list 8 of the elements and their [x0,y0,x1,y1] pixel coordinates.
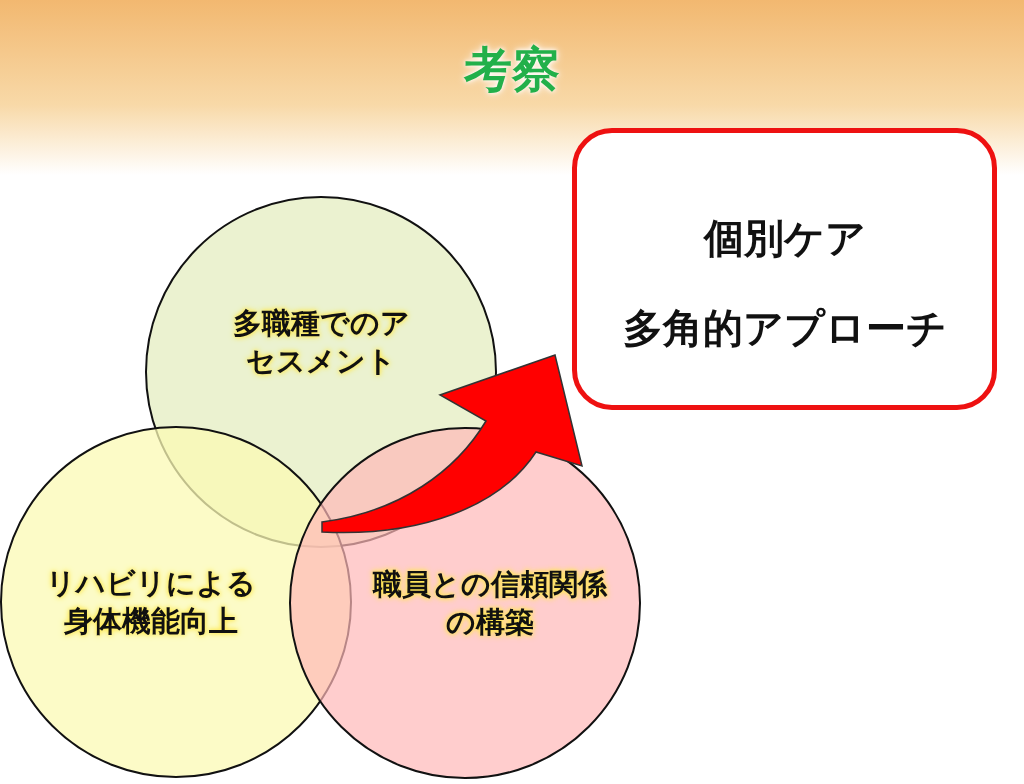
curved-arrow [321,354,583,534]
title: 考察 [463,40,561,99]
circle-label: 職員との信頼関係の構築 [371,566,608,641]
circle-label: リハビリによる身体機能向上 [45,565,257,640]
circle-label: 多職種でのアセスメント [231,305,411,380]
box-text: 個別ケア [702,214,867,263]
box-text: 多角的アプローチ [621,304,948,353]
result-box [572,128,997,410]
